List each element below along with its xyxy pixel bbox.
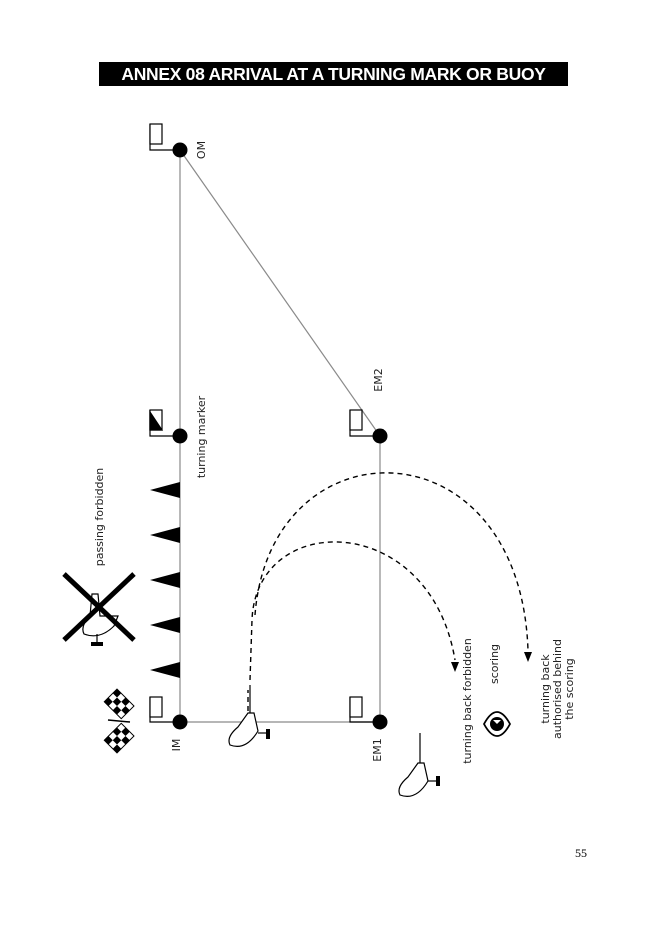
barrier-triangle	[150, 617, 180, 633]
label-turning-marker: turning marker	[195, 395, 208, 478]
barrier-triangle	[150, 527, 180, 543]
path-turning-back-forbidden	[249, 541, 456, 681]
path-turning-back-authorised	[247, 472, 529, 720]
eye-icon	[482, 711, 512, 737]
label-turning-back-forbidden: turning back forbidden	[461, 638, 474, 764]
crossed-out-aircraft-icon	[62, 572, 136, 646]
flag-icon-om	[149, 123, 180, 151]
page-number: 55	[575, 846, 587, 860]
barrier-triangle	[150, 482, 180, 498]
checkered-flags-icon	[103, 688, 135, 754]
mark-dot-em1	[372, 714, 388, 730]
label-im: IM	[170, 739, 183, 752]
barrier-triangle	[150, 662, 180, 678]
barrier-triangle	[150, 572, 180, 588]
arrowhead-turning-back-authorised	[524, 652, 532, 662]
label-em1: EM1	[371, 738, 384, 761]
aircraft-icon-em1	[398, 733, 440, 797]
mark-dot-em2	[372, 428, 388, 444]
arrowhead-turning-back-forbidden	[451, 662, 459, 672]
label-turning-back-authorised-line1: turning back	[539, 654, 552, 724]
label-om: OM	[195, 141, 208, 159]
label-scoring: scoring	[488, 644, 501, 684]
label-turning-back-authorised-line2: authorised behind	[551, 639, 564, 739]
mark-dot-om	[172, 142, 188, 158]
flag-icon-em2	[349, 409, 380, 437]
mark-dot-turning-marker	[172, 428, 188, 444]
flag-icon-turning-marker	[149, 409, 180, 437]
passing-forbidden-barrier	[150, 482, 180, 678]
label-turning-back-authorised-line3: the scoring	[563, 658, 576, 720]
course-line-om-em2	[179, 149, 381, 437]
flight-paths	[247, 472, 529, 720]
aircraft-icon-im	[228, 685, 270, 747]
page-title: ANNEX 08 ARRIVAL AT A TURNING MARK OR BU…	[99, 62, 568, 86]
label-passing-forbidden: passing forbidden	[93, 468, 106, 567]
label-em2: EM2	[372, 368, 385, 391]
flag-icon-im	[149, 696, 180, 723]
mark-dot-im	[172, 714, 188, 730]
flag-icon-em1	[349, 696, 380, 723]
